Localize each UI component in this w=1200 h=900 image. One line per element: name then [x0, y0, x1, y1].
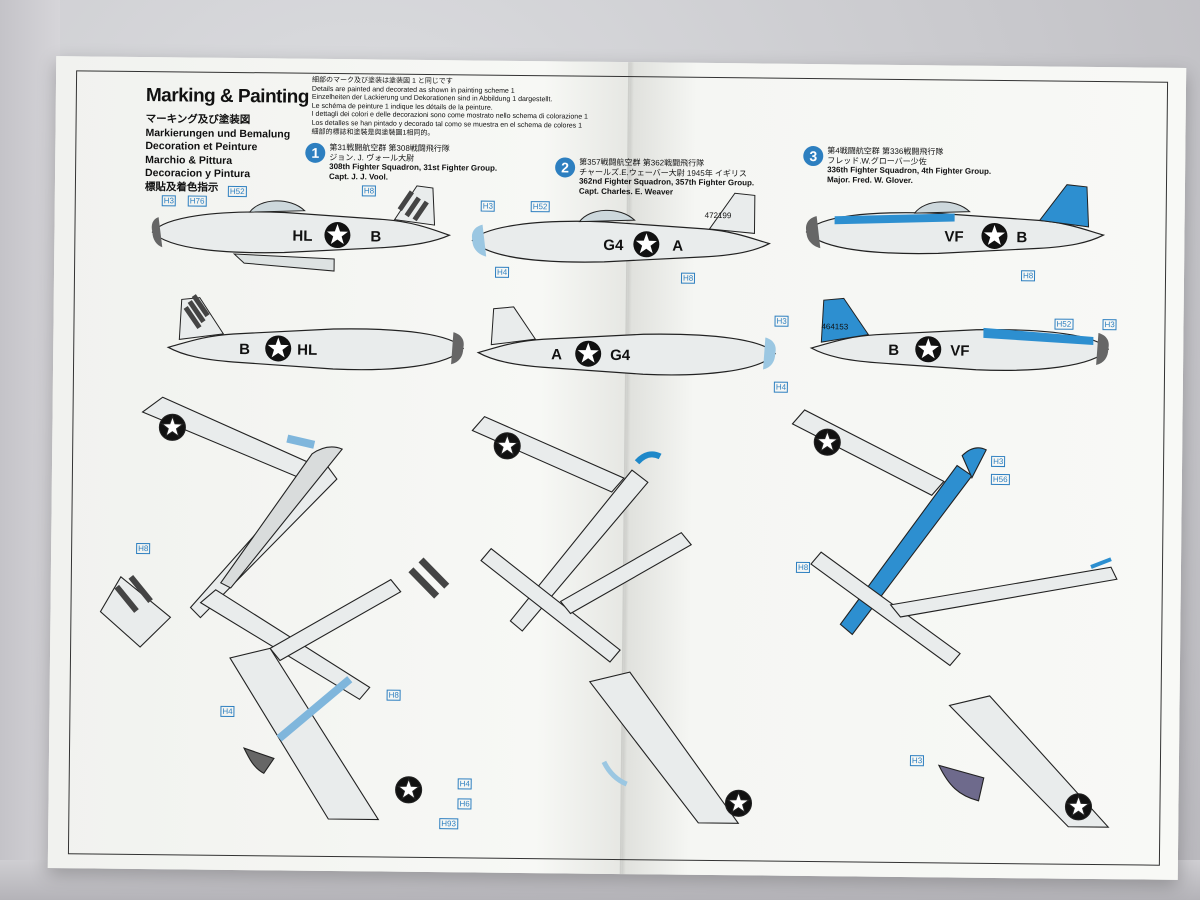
aircraft-3-code-right: B	[1016, 229, 1027, 246]
aircraft-3-side-right: B VF 464153	[809, 297, 1110, 371]
callout-h8: H8	[680, 272, 696, 284]
callout-box: H4	[773, 381, 789, 393]
callout-h8: H8	[795, 561, 811, 574]
callout-box: H6	[457, 798, 472, 810]
aircraft-1-side-left: HL B	[151, 185, 452, 272]
callout-box: H3	[1102, 319, 1117, 331]
callout-h4: H4	[457, 778, 472, 790]
callout-box: H3	[480, 200, 496, 212]
callout-h3: H3	[480, 200, 496, 212]
callout-box: H4	[457, 778, 472, 790]
aircraft-1-plan-views	[99, 396, 450, 821]
callout-h3: H3	[773, 315, 789, 327]
callout-box: H8	[1020, 270, 1036, 282]
callout-h93: H93	[438, 818, 459, 830]
callout-h3: H3	[1101, 319, 1117, 331]
aircraft-2-side-left: G4 A 472199	[471, 192, 771, 263]
callout-h6: H6	[456, 798, 472, 810]
callout-box: H52	[227, 185, 247, 198]
callout-box: H3	[774, 315, 789, 327]
aircraft-2-code-left: G4	[603, 237, 624, 254]
aircraft-2-plan-views	[471, 415, 753, 824]
aircraft-2-code-g4: G4	[610, 347, 631, 364]
callout-box: H52	[1054, 318, 1074, 330]
callout-h52: H52	[227, 185, 247, 198]
aircraft-3-plan-views	[791, 409, 1118, 828]
callout-h8: H8	[386, 689, 401, 701]
instruction-sheet: Marking & Painting マーキング及び塗装図 Markierung…	[47, 56, 1187, 880]
callout-h52: H52	[1053, 318, 1074, 330]
callout-h3: H3	[909, 755, 925, 767]
aircraft-1-code-hl: HL	[297, 342, 317, 359]
aircraft-1-side-right: B HL	[166, 294, 465, 371]
aircraft-3-code-b: B	[888, 342, 899, 359]
callout-h56: H56	[990, 473, 1010, 486]
callout-box: H8	[680, 272, 696, 284]
aircraft-3-code-left: VF	[944, 228, 963, 245]
callout-h8: H8	[1020, 270, 1036, 282]
aircraft-1-code-b: B	[239, 341, 250, 358]
callout-h52: H52	[530, 201, 550, 213]
callout-h8: H8	[135, 542, 151, 555]
callout-box: H3	[991, 455, 1006, 468]
aircraft-illustrations: HL B G4 A 472199 VF B	[99, 184, 1118, 828]
callout-h76: H76	[187, 195, 207, 207]
aircraft-1-code-left: HL	[292, 228, 312, 245]
aircraft-3-serial: 464153	[821, 322, 848, 331]
callout-h4: H4	[219, 705, 235, 718]
callout-box: H76	[187, 195, 207, 207]
callout-h4: H4	[494, 266, 510, 278]
callout-box: H56	[990, 473, 1010, 486]
callout-box: H8	[361, 185, 377, 197]
callout-box: H8	[386, 689, 401, 701]
aircraft-1-code-right: B	[370, 228, 381, 245]
aircraft-3-code-vf: VF	[950, 342, 969, 359]
callout-box: H3	[161, 195, 177, 207]
callout-h3: H3	[990, 455, 1006, 468]
callout-box: H8	[795, 561, 811, 574]
aircraft-2-serial: 472199	[705, 211, 732, 220]
callout-h4: H4	[773, 381, 789, 393]
callout-h3: H3	[161, 195, 177, 207]
aircraft-2-code-a: A	[551, 346, 562, 363]
callout-box: H52	[530, 201, 550, 213]
callout-box: H93	[439, 818, 459, 830]
callout-box: H3	[909, 755, 925, 767]
aircraft-2-side-right: A G4	[476, 306, 776, 376]
callout-box: H8	[136, 542, 151, 555]
callout-box: H4	[220, 705, 235, 718]
aircraft-3-side-left: VF B	[805, 184, 1106, 255]
aircraft-2-code-right: A	[672, 238, 683, 255]
callout-box: H4	[494, 266, 510, 278]
callout-h8: H8	[361, 185, 377, 197]
